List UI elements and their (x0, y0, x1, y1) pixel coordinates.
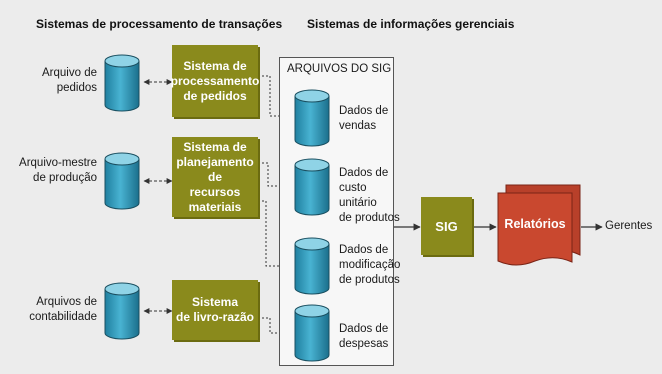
managers-label: Gerentes (605, 220, 653, 232)
sig-file-label-cost: Dados de custo unitário de produtos (339, 167, 400, 224)
process-orders: Sistema de processamento de pedidos (171, 45, 259, 117)
sig-file-label-sales: Dados de vendas (339, 105, 389, 132)
process-material-planning: Sistema de planejamento de recursos mate… (172, 137, 258, 217)
expenses-data-icon (294, 304, 330, 362)
management-systems-header: Sistemas de informações gerenciais (307, 17, 515, 31)
accounting-file-icon (104, 282, 140, 340)
orders-file-icon (104, 54, 140, 112)
transaction-systems-header: Sistemas de processamento de transações (36, 17, 283, 31)
source-label-accounting: Arquivos de contabilidade (29, 296, 97, 323)
source-label-orders: Arquivo de pedidos (42, 67, 97, 94)
reports-label: Relatórios (504, 217, 566, 231)
sig-files-title: ARQUIVOS DO SIG (287, 63, 392, 75)
flow-to-sales (258, 75, 293, 119)
source-label-production: Arquivo-mestre de produção (19, 157, 97, 184)
sig-file-label-modification: Dados de modificação de produtos (339, 244, 401, 286)
cost-data-icon (294, 158, 330, 216)
sig-file-label-expenses: Dados de despesas (339, 323, 389, 350)
process-general-ledger: Sistema de livro-razão (172, 280, 258, 340)
sales-data-icon (294, 89, 330, 147)
report-document-front (497, 192, 573, 266)
production-file-icon (104, 152, 140, 210)
sig-process: SIG (421, 197, 472, 255)
modification-data-icon (294, 237, 330, 295)
